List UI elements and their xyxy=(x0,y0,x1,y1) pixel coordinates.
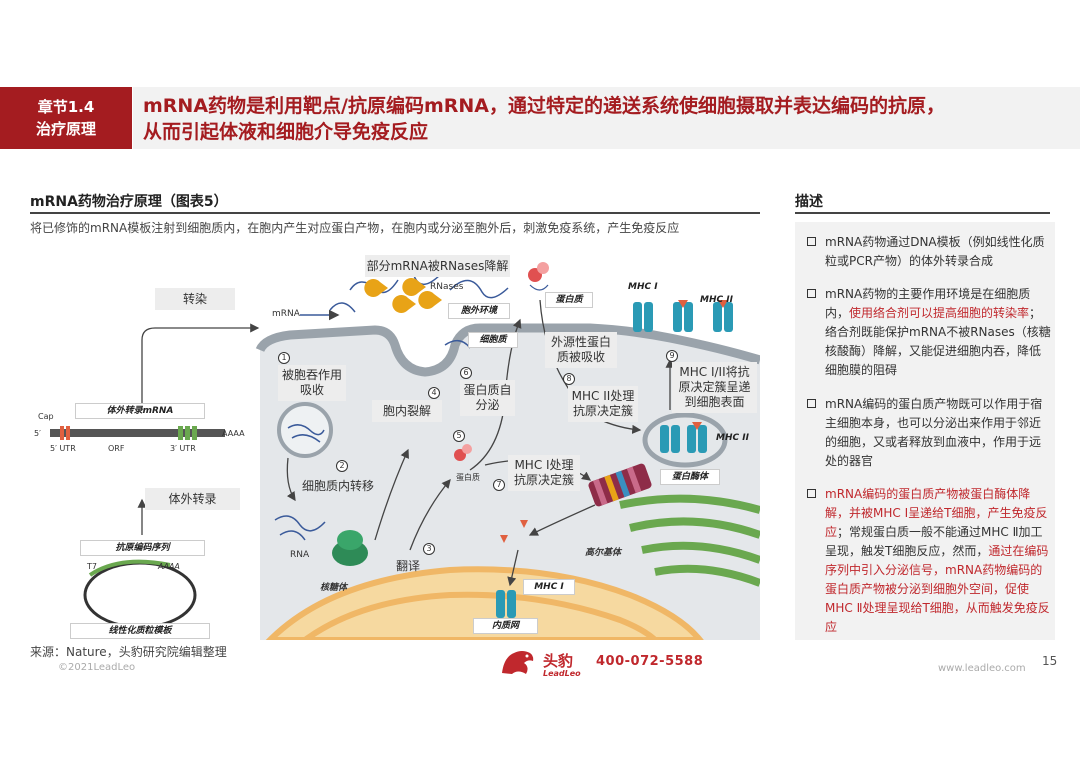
description-bullet-2-text-end: ；络合剂既能保护mRNA不被RNases（核糖核酸酶）降解，又能促进细胞内吞，降… xyxy=(825,306,1051,377)
step-2-number: 2 xyxy=(336,460,348,472)
step-5-number: 5 xyxy=(453,430,465,442)
chapter-box: 章节1.4 治疗原理 xyxy=(0,87,132,149)
step-3-label: 翻译 xyxy=(396,559,421,573)
golgi-body xyxy=(619,494,762,514)
diagram-graphics xyxy=(50,262,762,643)
label-golgi: 高尔基体 xyxy=(585,548,622,558)
phone-number: 400-072-5588 xyxy=(596,654,704,669)
step-4-number: 4 xyxy=(428,387,440,399)
label-rna: RNA xyxy=(290,550,310,560)
ivt-mrna-construct xyxy=(50,429,225,437)
label-3-utr: 3′ UTR xyxy=(170,444,196,453)
label-five-prime: 5′ xyxy=(34,429,41,438)
label-ivt-mrna: 体外转录mRNA xyxy=(75,403,205,419)
website-url: www.leadleo.com xyxy=(938,663,1026,674)
step-7-label: MHC I处理抗原决定簇 xyxy=(508,455,580,491)
page-title: mRNA药物是利用靶点/抗原编码mRNA，通过特定的递送系统使细胞摄取并表达编码… xyxy=(133,87,1080,149)
description-bullet-3: mRNA编码的蛋白质产物既可以作用于宿主细胞本身，也可以分泌出来作用于邻近的细胞… xyxy=(807,395,1051,471)
label-protein-small: 蛋白质 xyxy=(456,473,480,482)
page-title-line2: 从而引起体液和细胞介导免疫反应 xyxy=(143,121,429,143)
checkbox-bullet-icon xyxy=(807,399,816,408)
description-title: 描述 xyxy=(795,194,823,210)
step-6-label: 蛋白质自分泌 xyxy=(460,380,515,416)
step-6-number: 6 xyxy=(460,367,472,379)
rnase-enzymes xyxy=(364,278,442,313)
label-polya-2: AAAA xyxy=(158,562,180,571)
step-7-number: 7 xyxy=(493,479,505,491)
label-antigen-seq: 抗原编码序列 xyxy=(80,540,205,556)
proteasome xyxy=(588,463,652,507)
label-cytoplasm: 细胞质 xyxy=(468,332,518,348)
endosome xyxy=(277,402,333,458)
description-bullet-4-text: ；常规蛋白质一般不能通过MHC Ⅱ加工呈现，触发T细胞反应，然而， xyxy=(825,525,1043,558)
checkbox-bullet-icon xyxy=(807,489,816,498)
label-linear-plasmid: 线性化质粒模板 xyxy=(70,623,210,639)
description-title-rule xyxy=(795,212,1050,214)
label-exogenous-protein: 外源性蛋白质被吸收 xyxy=(545,332,617,368)
linear-plasmid xyxy=(83,561,197,629)
label-extracellular: 胞外环境 xyxy=(448,303,510,319)
label-polya: AAAA xyxy=(222,429,245,438)
er-inner xyxy=(303,591,658,643)
leopard-logo-icon xyxy=(502,651,534,674)
mhc-molecules xyxy=(496,302,733,618)
description-bullet-2: mRNA药物的主要作用环境是在细胞质内，使用络合剂可以提高细胞的转染率；络合剂既… xyxy=(807,285,1051,380)
description-bullet-4-highlight-2: 通过在编码序列中引入分泌信号，mRNA药物编码的蛋白质产物被分泌到细胞外空间，促… xyxy=(825,544,1050,634)
step-1-number: 1 xyxy=(278,352,290,364)
description-bullet-4: mRNA编码的蛋白质产物被蛋白酶体降解，并被MHC Ⅰ呈递给T细胞，产生免疫反应… xyxy=(807,485,1051,637)
label-t7: T7 xyxy=(87,562,97,571)
label-mhc-i-bottom: MHC I xyxy=(523,579,575,595)
label-rnases: RNases xyxy=(430,282,464,292)
copyright: ©2021LeadLeo xyxy=(58,662,136,673)
label-5-utr: 5′ UTR xyxy=(50,444,76,453)
description-bullet-1-text: mRNA药物通过DNA模板（例如线性化质粒或PCR产物）的体外转录合成 xyxy=(825,235,1045,268)
mhc-vesicle xyxy=(642,412,728,468)
cell-membrane xyxy=(255,323,762,377)
label-protein-top: 蛋白质 xyxy=(545,292,593,308)
chapter-number: 章节1.4 xyxy=(37,98,95,116)
label-mhc-ii-top: MHC II xyxy=(700,295,733,305)
label-mhc-i-top: MHC I xyxy=(628,282,658,292)
label-orf: ORF xyxy=(108,444,125,453)
description-bullet-2-highlight: 使用络合剂可以提高细胞的转染率 xyxy=(849,306,1030,320)
label-ivt: 体外转录 xyxy=(145,488,240,510)
label-proteasome: 蛋白酶体 xyxy=(660,469,720,485)
label-mrna: mRNA xyxy=(272,309,300,319)
description-panel: mRNA药物通过DNA模板（例如线性化质粒或PCR产物）的体外转录合成 mRNA… xyxy=(795,222,1055,640)
step-3-number: 3 xyxy=(423,543,435,555)
page-title-line1: mRNA药物是利用靶点/抗原编码mRNA，通过特定的递送系统使细胞摄取并表达编码… xyxy=(143,95,946,117)
description-bullet-4-highlight-1: mRNA编码的蛋白质产物被蛋白酶体降解，并被MHC Ⅰ呈递给T细胞，产生免疫反应 xyxy=(825,487,1048,539)
step-9-label: MHC I/II将抗原决定簇呈递到细胞表面 xyxy=(672,362,757,413)
step-4-label: 胞内裂解 xyxy=(372,400,442,422)
label-transfection: 转染 xyxy=(155,288,235,310)
figure-source: 来源：Nature，头豹研究院编辑整理 xyxy=(30,645,227,659)
description-bullet-3-text: mRNA编码的蛋白质产物既可以作用于宿主细胞本身，也可以分泌出来作用于邻近的细胞… xyxy=(825,397,1043,468)
step-2-label: 细胞质内转移 xyxy=(302,479,375,493)
mrna-mechanism-diagram: 转染 mRNA 体外转录mRNA Cap 5′ 5′ UTR ORF 3′ UT… xyxy=(30,250,762,643)
page-number: 15 xyxy=(1042,654,1058,668)
label-rnase-degradation: 部分mRNA被RNases降解 xyxy=(365,255,510,277)
figure-title: mRNA药物治疗原理（图表5） xyxy=(30,194,228,210)
chapter-name: 治疗原理 xyxy=(35,120,96,138)
label-mhc-ii-mid: MHC II xyxy=(716,433,749,443)
logo-english-name: LeadLeo xyxy=(543,669,581,678)
checkbox-bullet-icon xyxy=(807,237,816,246)
figure-subtitle: 将已修饰的mRNA模板注射到细胞质内，在胞内产生对应蛋白产物，在胞内或分泌至胞外… xyxy=(30,221,680,235)
description-bullet-1: mRNA药物通过DNA模板（例如线性化质粒或PCR产物）的体外转录合成 xyxy=(807,233,1051,271)
checkbox-bullet-icon xyxy=(807,289,816,298)
label-er: 内质网 xyxy=(473,618,538,634)
label-ribosome: 核糖体 xyxy=(320,583,348,593)
endoplasmic-reticulum xyxy=(262,566,707,643)
step-8-label: MHC II处理抗原决定簇 xyxy=(568,386,638,422)
protein-top xyxy=(528,262,549,291)
logo-chinese-name: 头豹 xyxy=(543,652,574,670)
step-9-number: 9 xyxy=(666,350,678,362)
step-8-number: 8 xyxy=(563,373,575,385)
step-1-label: 被胞吞作用吸收 xyxy=(278,365,346,401)
description-bullet-2-text: mRNA药物的主要作用环境是在细胞质内， xyxy=(825,287,1031,320)
figure-title-rule xyxy=(30,212,760,214)
label-cap: Cap xyxy=(38,412,54,421)
